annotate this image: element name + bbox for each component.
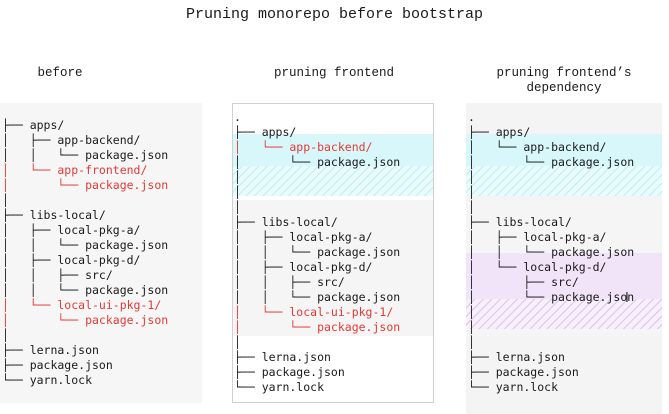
tree-line: │ └── app-frontend/	[2, 163, 148, 177]
tree-line: └── yarn.lock	[468, 380, 559, 394]
tree-line: └── yarn.lock	[234, 380, 325, 394]
tree-line: │	[468, 305, 475, 319]
tree-line: │	[2, 193, 9, 207]
tree-line: ├── package.json	[234, 365, 345, 379]
kept-app-highlight	[233, 134, 433, 166]
tree-line: .	[234, 110, 241, 124]
tree-line: ├── lerna.json	[2, 343, 99, 357]
column-heading-pruning-dependency: pruning frontend’s dependency	[464, 66, 664, 96]
tree-line: ├── libs-local/	[234, 215, 338, 229]
tree-line: └── yarn.lock	[2, 373, 93, 387]
kept-app-highlight-2	[466, 134, 662, 166]
tree-line: │ ├── local-pkg-d/	[234, 260, 373, 274]
tree-line: │ └── package.json	[234, 155, 401, 169]
tree-line: │	[468, 185, 475, 199]
tree-line: │ ├── local-pkg-a/	[468, 230, 607, 244]
tree-line: │	[468, 320, 475, 334]
tree-line: │ ├── local-pkg-a/	[2, 223, 141, 237]
tree-line: │ └── package.json	[2, 178, 169, 192]
tree-line: ├── lerna.json	[234, 350, 331, 364]
tree-line: │ └── package.json	[468, 290, 635, 304]
tree-line: │	[234, 335, 241, 349]
tree-line: │ │ ├── src/	[234, 275, 345, 289]
tree-panel-before	[0, 103, 202, 403]
tree-line: │ │ └── package.json	[468, 245, 635, 259]
tree-line: │ │ └── package.json	[234, 245, 401, 259]
tree-line: │ │ └── package.json	[2, 148, 169, 162]
text-cursor-icon: I	[625, 291, 629, 306]
tree-line: ├── apps/	[2, 118, 65, 132]
diagram-title: Pruning monorepo before bootstrap	[185, 6, 484, 23]
tree-line: │	[2, 328, 9, 342]
tree-line: │	[234, 200, 241, 214]
pruned-app-hatch	[233, 166, 433, 196]
dependency-highlight	[466, 253, 662, 299]
column-heading-pruning-frontend: pruning frontend	[273, 66, 395, 80]
tree-line: │ │ └── package.json	[2, 283, 169, 297]
tree-line: │ └── local-pkg-d/	[468, 260, 607, 274]
tree-line: │	[468, 335, 475, 349]
tree-line: .	[468, 110, 475, 124]
tree-line: │ ├── local-pkg-d/	[2, 253, 141, 267]
tree-line: │ │ ├── src/	[2, 268, 113, 282]
tree-line: ├── apps/	[468, 125, 531, 139]
tree-line: │ ├── src/	[468, 275, 579, 289]
tree-line: │ └── local-ui-pkg-1/	[234, 305, 394, 319]
pruned-dependency-hatch	[466, 299, 662, 329]
tree-line: │ └── package.json	[2, 313, 169, 327]
tree-line: │ └── package.json	[234, 320, 401, 334]
tree-line: ├── lerna.json	[468, 350, 565, 364]
pruned-app-hatch-2	[466, 166, 662, 196]
tree-line: ├── libs-local/	[468, 215, 572, 229]
tree-line: │ │ └── package.json	[234, 290, 401, 304]
tree-line: │ ├── local-pkg-a/	[234, 230, 373, 244]
column-heading-pruning-dependency-text: pruning frontend’s dependency	[496, 66, 632, 95]
tree-line: │	[468, 170, 475, 184]
tree-line: ├── apps/	[234, 125, 297, 139]
libs-local-highlight	[233, 200, 433, 336]
tree-line: │ └── app-backend/	[468, 140, 607, 154]
tree-line: │	[234, 185, 241, 199]
tree-line: │ └── app-backend/	[234, 140, 373, 154]
tree-line: │ ├── app-backend/	[2, 133, 141, 147]
column-heading-before: before	[37, 66, 83, 80]
tree-line: ├── package.json	[2, 358, 113, 372]
tree-line: │	[234, 170, 241, 184]
tree-line: ├── package.json	[468, 365, 579, 379]
tree-line: │ │ └── package.json	[2, 238, 169, 252]
tree-line: │	[468, 200, 475, 214]
tree-line: ├── libs-local/	[2, 208, 106, 222]
tree-line: │ └── package.json	[468, 155, 635, 169]
tree-line: │ └── local-ui-pkg-1/	[2, 298, 162, 312]
